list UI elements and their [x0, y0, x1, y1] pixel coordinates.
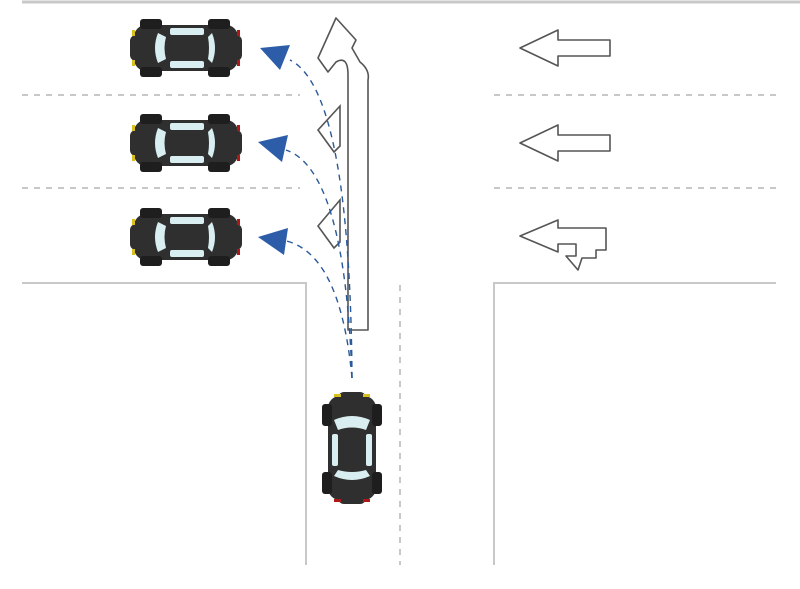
path-to-lane-1: [289, 59, 353, 379]
road-edge-left: [22, 282, 307, 565]
path-to-lane-3: [281, 239, 353, 379]
car-lane-2: [130, 114, 242, 172]
left-and-u-turn-arrow-icon: [519, 219, 607, 271]
path-arrowhead-3: [258, 228, 288, 255]
turn-paths: [281, 59, 353, 379]
car-lane-3: [130, 208, 242, 266]
road-edge-right: [493, 282, 776, 565]
path-arrowhead-2: [258, 135, 288, 162]
approaching-car: [322, 392, 382, 504]
car-lane-1: [130, 19, 242, 77]
path-to-lane-2: [285, 149, 353, 379]
left-arrow-icon: [519, 124, 611, 162]
path-arrowhead-1: [260, 45, 290, 70]
left-arrow-icon: [519, 29, 611, 67]
u-turn-lane-marking: [316, 17, 370, 331]
